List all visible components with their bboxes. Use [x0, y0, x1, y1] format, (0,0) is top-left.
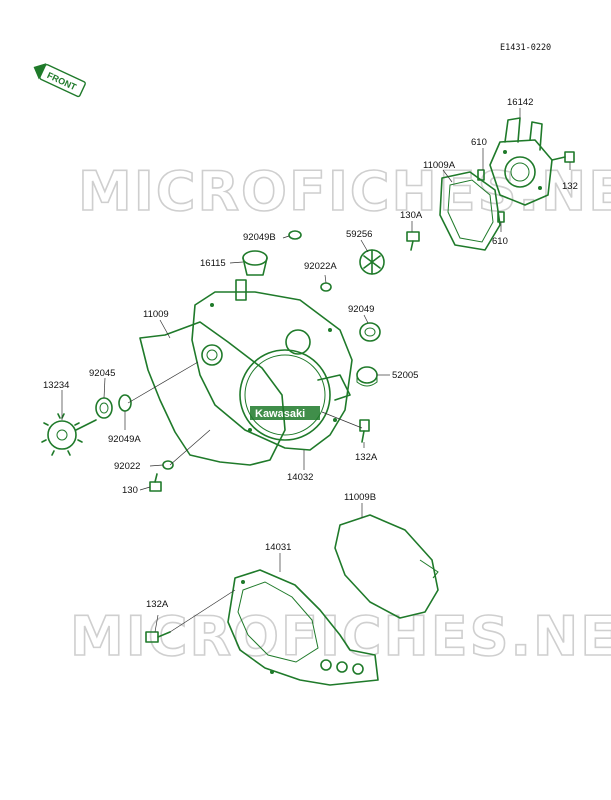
gasket-11009A [439, 171, 501, 251]
label-11009: 11009 [143, 309, 169, 320]
label-92049B: 92049B [243, 232, 276, 243]
clutch-cover-14032 [191, 279, 353, 451]
kickstarter-gear-13234 [41, 413, 97, 456]
bolt-132A-top [359, 419, 370, 443]
label-52005: 52005 [392, 370, 418, 381]
label-14031: 14031 [265, 542, 291, 553]
label-130A: 130A [400, 210, 423, 221]
oil-seal-92049A [118, 394, 132, 412]
front-arrow-icon: FRONT [33, 63, 86, 98]
label-16142: 16142 [507, 97, 533, 108]
part-labels: 16142 610 11009A 132 130A 610 92049B 592… [43, 97, 578, 610]
label-610-top: 610 [471, 137, 487, 148]
label-130: 130 [122, 485, 138, 496]
dowel-pin-610-top [477, 169, 485, 181]
oil-seal-92049 [359, 322, 381, 342]
bolt-130 [149, 473, 162, 492]
bolt-132 [551, 151, 575, 163]
oring-92022A [320, 282, 332, 292]
logo-text: Kawasaki [255, 408, 305, 420]
label-92049A: 92049A [108, 434, 141, 445]
watermark-top: MICROFICHES.NET [78, 160, 611, 223]
bearing-92045 [95, 397, 113, 419]
label-92049: 92049 [348, 304, 374, 315]
label-14032: 14032 [287, 472, 313, 483]
label-132: 132 [562, 181, 578, 192]
label-92045: 92045 [89, 368, 115, 379]
leader-lines [61, 108, 571, 633]
bolt-132A-bottom [145, 631, 171, 643]
gasket-11009B [334, 514, 439, 619]
oil-filler-cap-16115 [242, 250, 268, 276]
label-16115: 16115 [200, 258, 226, 269]
kawasaki-logo: Kawasaki [250, 406, 320, 420]
label-13234: 13234 [43, 380, 69, 391]
diagram-code: E1431-0220 [500, 43, 551, 53]
magneto-cover-14031 [227, 569, 379, 686]
label-11009B: 11009B [344, 492, 376, 503]
label-132A-bottom: 132A [146, 599, 169, 610]
water-pump-cover-16142 [489, 117, 553, 206]
label-59256: 59256 [346, 229, 372, 240]
label-610-bottom: 610 [492, 236, 508, 247]
gasket-11009 [139, 321, 286, 466]
label-132A-top: 132A [355, 452, 378, 463]
washer-92049B [288, 230, 302, 240]
label-92022A: 92022A [304, 261, 337, 272]
label-92022: 92022 [114, 461, 140, 472]
bolt-130A [406, 231, 420, 251]
label-11009A: 11009A [423, 160, 456, 171]
oring-92022 [162, 460, 174, 470]
cap-52005 [356, 366, 378, 387]
impeller-59256 [359, 249, 385, 275]
